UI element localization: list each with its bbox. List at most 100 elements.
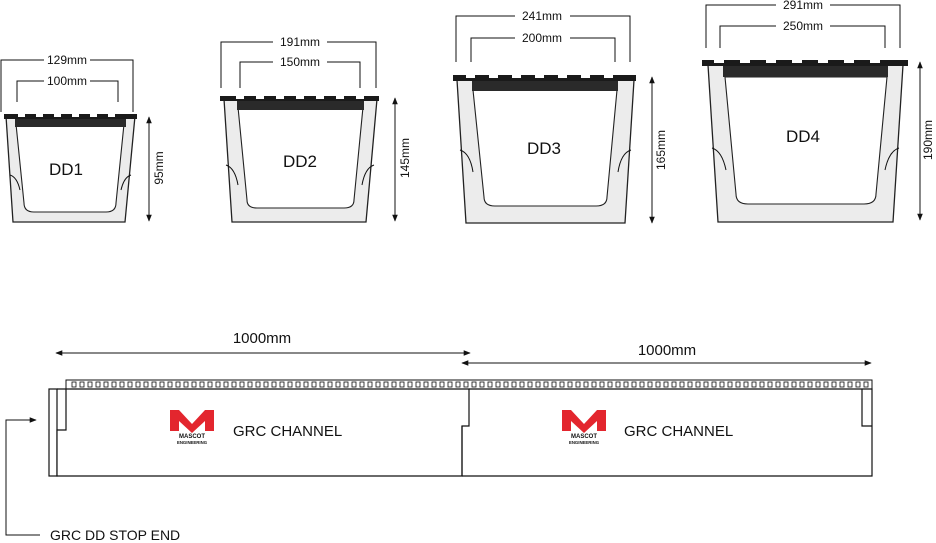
section-dd3: DD3 241mm 200mm 165mm: [453, 9, 668, 224]
grate-slot: [199, 381, 205, 388]
section-dd1: DD1 129mm 100mm 95mm: [0, 53, 166, 223]
grate-slot: [487, 381, 493, 388]
depth-label: 190mm: [921, 120, 935, 160]
grate-slot: [783, 381, 789, 388]
outer-width-label: 291mm: [783, 0, 823, 12]
grate-slot: [599, 381, 605, 388]
grate-slot: [615, 381, 621, 388]
grate-slot: [775, 381, 781, 388]
grate-slot: [439, 381, 445, 388]
depth-label: 165mm: [654, 130, 668, 170]
logo-bottom-text: ENGINEERING: [569, 440, 600, 445]
grate-slot: [87, 381, 93, 388]
grate-slot: [375, 381, 381, 388]
inner-width-label: 250mm: [783, 19, 823, 33]
grate-slot: [623, 381, 629, 388]
grate-slot: [351, 381, 357, 388]
grate-slot: [607, 381, 613, 388]
grate-slot: [847, 381, 853, 388]
grate-slot: [159, 381, 165, 388]
grate-slot: [279, 381, 285, 388]
grate-slot: [527, 381, 533, 388]
section-label: DD3: [527, 139, 561, 158]
grate-slot: [367, 381, 373, 388]
grate-slot: [287, 381, 293, 388]
grate-slot: [463, 381, 469, 388]
grate-slot: [335, 381, 341, 388]
grate-slot: [583, 381, 589, 388]
stop-end: [48, 388, 58, 477]
stop-end-label: GRC DD STOP END: [50, 527, 180, 543]
grate-slot: [95, 381, 101, 388]
inner-width-label: 200mm: [522, 31, 562, 45]
grate-slot: [807, 381, 813, 388]
grate-slot: [415, 381, 421, 388]
grate-slot: [143, 381, 149, 388]
grate-slot: [631, 381, 637, 388]
grate-slot: [639, 381, 645, 388]
logo-top-text: MASCOT: [571, 434, 597, 440]
section-label: DD1: [49, 160, 83, 179]
grate-slot: [255, 381, 261, 388]
grate-slot: [695, 381, 701, 388]
grate-slot: [447, 381, 453, 388]
grate-slot: [383, 381, 389, 388]
grate-slot: [471, 381, 477, 388]
grate-slot: [191, 381, 197, 388]
grate-slot: [535, 381, 541, 388]
grate-slot: [743, 381, 749, 388]
grate-slot: [319, 381, 325, 388]
grate-slot: [679, 381, 685, 388]
grate-slot: [703, 381, 709, 388]
mascot-logo: MASCOT ENGINEERING: [170, 410, 214, 445]
grate-slot: [759, 381, 765, 388]
grate-slot: [79, 381, 85, 388]
channel-segment-2: [462, 388, 873, 477]
mascot-logo: MASCOT ENGINEERING: [562, 410, 606, 445]
grate-slot: [111, 381, 117, 388]
grate-slot: [831, 381, 837, 388]
grate-slot: [295, 381, 301, 388]
grate-slot: [647, 381, 653, 388]
grate-slot: [503, 381, 509, 388]
section-label: DD2: [283, 152, 317, 171]
grate-slot: [815, 381, 821, 388]
grate-slot: [431, 381, 437, 388]
grate-slot: [215, 381, 221, 388]
grate-slot: [183, 381, 189, 388]
grate-slot: [767, 381, 773, 388]
grate-slot: [327, 381, 333, 388]
grate-slot: [671, 381, 677, 388]
grate-slot: [399, 381, 405, 388]
grate-slot: [863, 381, 869, 388]
grate-slot: [455, 381, 461, 388]
grate-slot: [247, 381, 253, 388]
grate-slot: [655, 381, 661, 388]
section-dd2: DD2 191mm 150mm 145mm: [220, 35, 412, 223]
segment-2-length-label: 1000mm: [638, 342, 696, 359]
inner-width-label: 100mm: [47, 74, 87, 88]
outer-width-label: 191mm: [280, 35, 320, 49]
grate-slot: [423, 381, 429, 388]
section-label: DD4: [786, 127, 820, 146]
grate-slot: [207, 381, 213, 388]
grate-slot: [71, 381, 77, 388]
grate-slot: [343, 381, 349, 388]
grate-slot: [359, 381, 365, 388]
grate-slot: [711, 381, 717, 388]
channel-elevation: 1000mm 1000mm MASCOT ENGINEERING GRC CHA…: [5, 330, 873, 543]
grate-slot: [135, 381, 141, 388]
depth-label: 145mm: [398, 138, 412, 178]
grate-slot: [167, 381, 173, 388]
grate-slot: [727, 381, 733, 388]
grate-slot: [231, 381, 237, 388]
grate-slot: [719, 381, 725, 388]
grate-slot: [263, 381, 269, 388]
stop-end-leader: [5, 417, 40, 536]
grate-slot: [127, 381, 133, 388]
grate-slot: [663, 381, 669, 388]
grate-slot: [119, 381, 125, 388]
grate-slot: [495, 381, 501, 388]
grate-slot: [799, 381, 805, 388]
